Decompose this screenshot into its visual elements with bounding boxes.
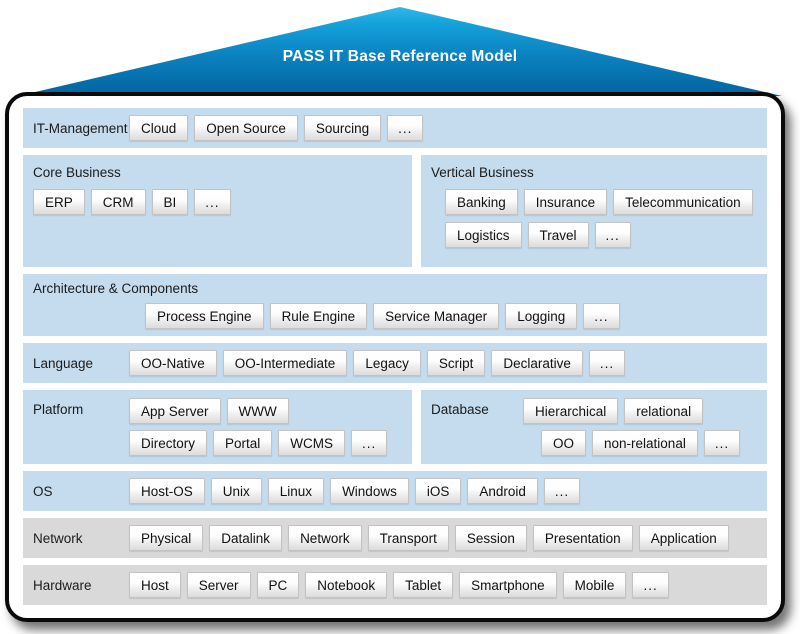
layer-language: Language OO-Native OO-Intermediate Legac…: [23, 343, 767, 383]
roof-triangle-icon: [18, 7, 782, 96]
item-more-os[interactable]: ...: [543, 478, 581, 504]
item-server[interactable]: Server: [186, 572, 251, 598]
item-more-core-business[interactable]: ...: [194, 189, 231, 215]
item-more-architecture[interactable]: ...: [583, 303, 620, 329]
item-portal[interactable]: Portal: [213, 430, 273, 456]
item-more-language[interactable]: ...: [588, 350, 626, 376]
item-more-vertical-business[interactable]: ...: [594, 222, 631, 248]
item-linux[interactable]: Linux: [267, 478, 325, 504]
item-banking[interactable]: Banking: [445, 189, 518, 215]
layer-label-hardware: Hardware: [33, 577, 92, 593]
item-process-engine[interactable]: Process Engine: [145, 303, 264, 329]
item-script[interactable]: Script: [426, 350, 486, 376]
item-insurance[interactable]: Insurance: [523, 189, 608, 215]
item-hierarchical[interactable]: Hierarchical: [523, 398, 619, 424]
item-windows[interactable]: Windows: [330, 478, 409, 504]
item-oo[interactable]: OO: [541, 430, 587, 456]
layer-items-network: Physical Datalink Network Transport Sess…: [129, 525, 729, 551]
item-travel[interactable]: Travel: [527, 222, 589, 248]
item-tablet[interactable]: Tablet: [393, 572, 454, 598]
layer-architecture: Architecture & Components Process Engine…: [23, 274, 767, 336]
layer-label-language: Language: [33, 355, 94, 371]
item-directory[interactable]: Directory: [129, 430, 208, 456]
item-presentation[interactable]: Presentation: [532, 525, 633, 551]
item-host-os[interactable]: Host-OS: [129, 478, 205, 504]
panel-title-database: Database: [431, 402, 489, 417]
item-mobile[interactable]: Mobile: [562, 572, 627, 598]
item-notebook[interactable]: Notebook: [305, 572, 388, 598]
item-android[interactable]: Android: [467, 478, 538, 504]
layer-it-management: IT-Management Cloud Open Source Sourcing…: [23, 108, 767, 148]
panel-title-platform: Platform: [33, 402, 84, 417]
item-sourcing[interactable]: Sourcing: [303, 115, 382, 141]
item-more-it-management[interactable]: ...: [387, 115, 424, 141]
item-oo-native[interactable]: OO-Native: [129, 350, 217, 376]
panel-items-platform: App Server WWW Directory Portal WCMS ...: [129, 398, 388, 456]
item-oo-intermediate[interactable]: OO-Intermediate: [222, 350, 348, 376]
layer-items-os: Host-OS Unix Linux Windows iOS Android .…: [129, 478, 581, 504]
roof: PASS IT Base Reference Model: [0, 0, 800, 96]
item-datalink[interactable]: Datalink: [209, 525, 283, 551]
layer-label-it-management: IT-Management: [33, 120, 128, 136]
item-crm[interactable]: CRM: [90, 189, 146, 215]
panel-title-vertical-business: Vertical Business: [431, 165, 534, 180]
panel-title-core-business: Core Business: [33, 165, 121, 180]
item-application[interactable]: Application: [638, 525, 729, 551]
item-app-server[interactable]: App Server: [129, 398, 221, 424]
layers-container: IT-Management Cloud Open Source Sourcing…: [23, 108, 767, 606]
item-wcms[interactable]: WCMS: [278, 430, 346, 456]
item-ios[interactable]: iOS: [414, 478, 462, 504]
item-service-manager[interactable]: Service Manager: [373, 303, 500, 329]
item-host[interactable]: Host: [129, 572, 181, 598]
layer-platform-database: Platform App Server WWW Directory Portal…: [23, 390, 767, 464]
item-cloud[interactable]: Cloud: [129, 115, 189, 141]
item-rule-engine[interactable]: Rule Engine: [269, 303, 368, 329]
layer-items-architecture: Process Engine Rule Engine Service Manag…: [33, 303, 757, 329]
layer-os: OS Host-OS Unix Linux Windows iOS Androi…: [23, 471, 767, 511]
item-more-database[interactable]: ...: [703, 430, 741, 456]
layer-label-architecture: Architecture & Components: [33, 281, 199, 296]
layer-items-hardware: Host Server PC Notebook Tablet Smartphon…: [129, 572, 669, 598]
layer-items-language: OO-Native OO-Intermediate Legacy Script …: [129, 350, 626, 376]
item-bi[interactable]: BI: [151, 189, 189, 215]
item-more-hardware[interactable]: ...: [632, 572, 669, 598]
item-pc[interactable]: PC: [256, 572, 300, 598]
panel-items-vertical-business: Banking Insurance Telecommunication Logi…: [431, 189, 757, 248]
panel-items-core-business: ERP CRM BI ...: [33, 189, 402, 215]
item-transport[interactable]: Transport: [367, 525, 449, 551]
item-www[interactable]: WWW: [226, 398, 289, 424]
item-logistics[interactable]: Logistics: [445, 222, 522, 248]
panel-vertical-business: Vertical Business Banking Insurance Tele…: [421, 155, 767, 267]
item-erp[interactable]: ERP: [33, 189, 85, 215]
item-legacy[interactable]: Legacy: [353, 350, 421, 376]
item-open-source[interactable]: Open Source: [194, 115, 298, 141]
layer-label-network: Network: [33, 530, 83, 546]
item-physical[interactable]: Physical: [129, 525, 204, 551]
item-declarative[interactable]: Declarative: [491, 350, 583, 376]
item-logging[interactable]: Logging: [505, 303, 578, 329]
layer-label-os: OS: [33, 483, 53, 499]
panel-platform: Platform App Server WWW Directory Portal…: [23, 390, 412, 464]
panel-core-business: Core Business ERP CRM BI ...: [23, 155, 412, 267]
item-smartphone[interactable]: Smartphone: [459, 572, 557, 598]
panel-items-database: Hierarchical relational OO non-relationa…: [523, 398, 741, 456]
item-non-relational[interactable]: non-relational: [592, 430, 698, 456]
layer-business: Core Business ERP CRM BI ... Vertical Bu…: [23, 155, 767, 267]
item-network[interactable]: Network: [288, 525, 362, 551]
layer-network: Network Physical Datalink Network Transp…: [23, 518, 767, 558]
layer-hardware: Hardware Host Server PC Notebook Tablet …: [23, 565, 767, 605]
panel-database: Database Hierarchical relational OO non-…: [421, 390, 767, 464]
item-session[interactable]: Session: [454, 525, 527, 551]
item-unix[interactable]: Unix: [210, 478, 262, 504]
layer-items-it-management: Cloud Open Source Sourcing ...: [129, 115, 424, 141]
item-relational[interactable]: relational: [624, 398, 704, 424]
house-frame: IT-Management Cloud Open Source Sourcing…: [5, 92, 785, 622]
item-telecommunication[interactable]: Telecommunication: [613, 189, 753, 215]
item-more-platform[interactable]: ...: [351, 430, 388, 456]
